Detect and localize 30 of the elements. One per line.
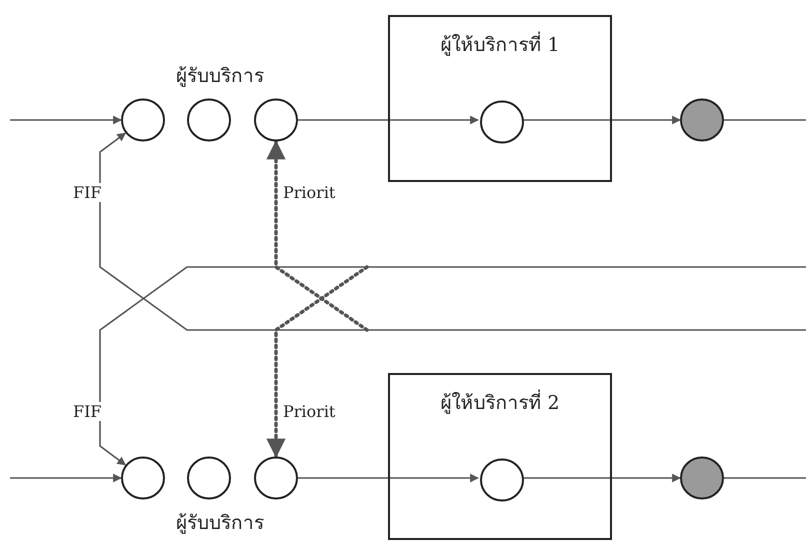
- server-box: [388, 15, 612, 182]
- customer-circle: [121, 456, 165, 500]
- served-customer-circle: [680, 456, 724, 500]
- arrow: [10, 116, 122, 124]
- dotted-arrow: [266, 265, 369, 458]
- customer-circle: [121, 98, 165, 142]
- server-title: ผู้ให้บริการที่ 1: [390, 29, 610, 59]
- arrow: [298, 116, 479, 124]
- dotted-arrow: [266, 140, 369, 332]
- server-title: ผู้ให้บริการที่ 2: [390, 387, 610, 417]
- served-customer-circle: [680, 98, 724, 142]
- arrow: [298, 474, 479, 482]
- arrow: [522, 474, 681, 482]
- connector-line: [724, 477, 806, 479]
- arrow: [99, 132, 806, 331]
- edge-label: FIF: [72, 183, 103, 202]
- customer-circle: [480, 100, 524, 144]
- server-box: [388, 373, 612, 540]
- customer-circle: [254, 98, 298, 142]
- arrow: [10, 474, 122, 482]
- customer-circle: [187, 456, 231, 500]
- queue-label: ผู้รับบริการ: [175, 511, 265, 536]
- customer-circle: [480, 458, 524, 502]
- arrow: [522, 116, 681, 124]
- edge-label: FIF: [72, 402, 103, 422]
- customer-circle: [254, 456, 298, 500]
- customer-circle: [187, 98, 231, 142]
- arrow: [99, 266, 806, 466]
- connector-line: [724, 119, 806, 121]
- queue-label: ผู้รับบริการ: [175, 64, 265, 89]
